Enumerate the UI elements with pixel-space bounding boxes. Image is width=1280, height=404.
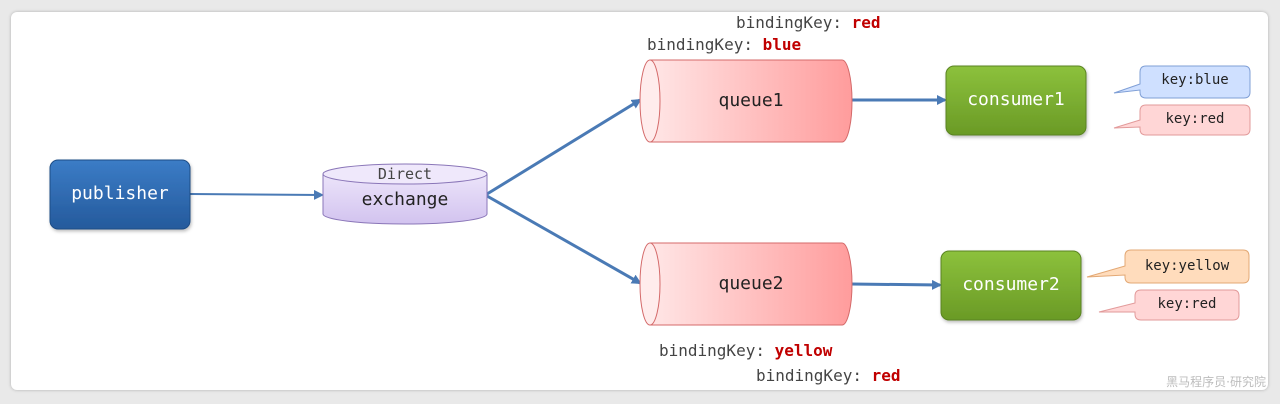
- message-key-red: key:red: [1157, 296, 1217, 312]
- binding-key-value: blue: [762, 35, 802, 54]
- flow-arrows: [189, 95, 947, 290]
- binding-label: bindingKey:: [736, 13, 842, 32]
- consumer2-label: consumer2: [962, 274, 1060, 295]
- arrow-exchange-queue1: [486, 98, 642, 196]
- binding-key-value: red: [871, 366, 901, 385]
- consumer2-node[interactable]: [940, 250, 1082, 321]
- queue2-label: queue2: [718, 273, 784, 294]
- consumer1-node[interactable]: [945, 65, 1087, 136]
- publisher-label: publisher: [71, 183, 169, 204]
- queue1-binding-key: bindingKey: blue: [647, 35, 801, 54]
- exchange-type-label: Direct: [377, 165, 433, 183]
- consumer1-label: consumer1: [967, 89, 1065, 110]
- exchange-label: exchange: [361, 189, 449, 210]
- queue1-label: queue1: [718, 90, 784, 111]
- binding-label: bindingKey:: [659, 341, 765, 360]
- arrow-publisher-exchange: [189, 189, 324, 200]
- message-key-blue: key:blue: [1161, 72, 1229, 88]
- queue2-binding-key: bindingKey: yellow: [659, 341, 832, 360]
- message-callout: [1098, 289, 1240, 321]
- message-callout: [1113, 104, 1251, 136]
- exchange-node[interactable]: [322, 163, 488, 225]
- arrow-exchange-queue2: [486, 194, 642, 285]
- binding-label: bindingKey:: [756, 366, 862, 385]
- message-callout: [1113, 65, 1251, 99]
- binding-key-value: red: [851, 13, 881, 32]
- queue1-binding-key: bindingKey: red: [736, 13, 881, 32]
- arrow-queue2-consumer2: [850, 279, 942, 290]
- binding-key-value: yellow: [774, 341, 833, 360]
- queue2-binding-key: bindingKey: red: [756, 366, 901, 385]
- queue2-node[interactable]: [639, 242, 853, 326]
- watermark: 黑马程序员·研究院: [1166, 375, 1266, 389]
- message-key-yellow: key:yellow: [1144, 258, 1230, 274]
- binding-label: bindingKey:: [647, 35, 753, 54]
- queue1-node[interactable]: [639, 59, 853, 143]
- message-callout: [1086, 249, 1250, 284]
- message-key-red: key:red: [1165, 111, 1225, 127]
- publisher-node[interactable]: [49, 159, 191, 230]
